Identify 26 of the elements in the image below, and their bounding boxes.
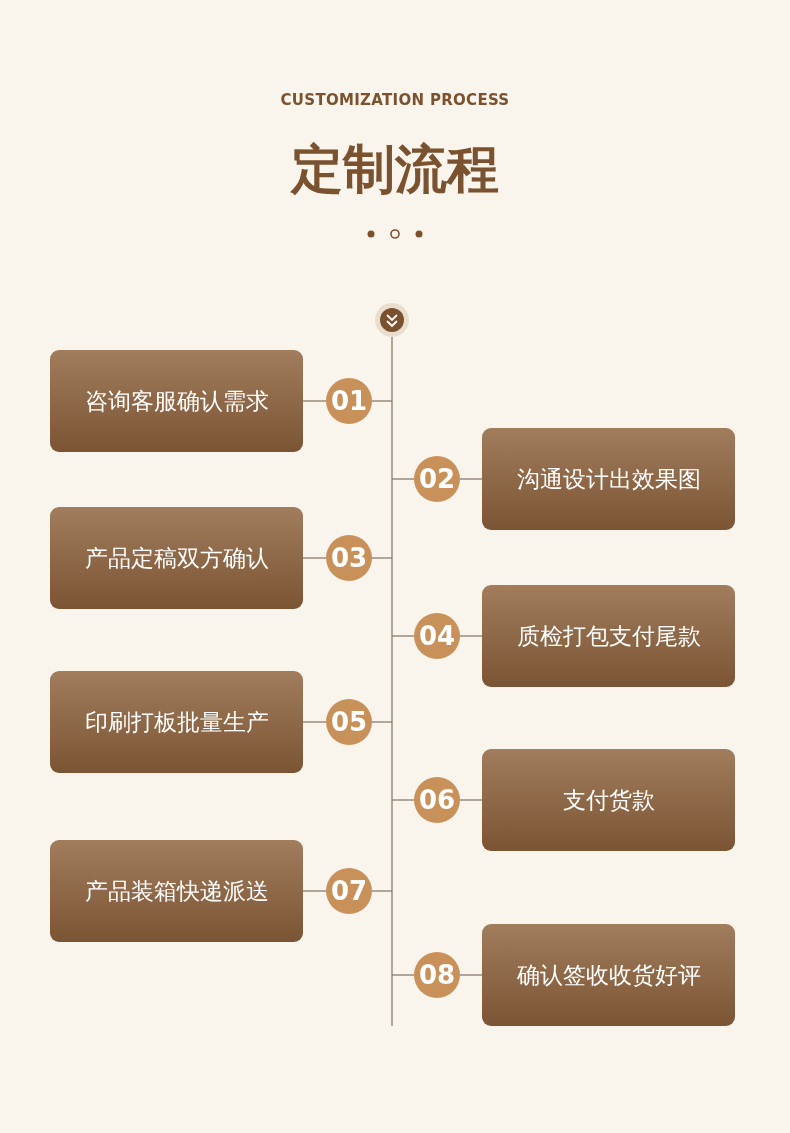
connector-line: [459, 974, 483, 976]
connector-line: [459, 799, 483, 801]
step-number-badge: 01: [326, 378, 372, 424]
process-box: 质检打包支付尾款: [482, 585, 735, 687]
connector-line: [459, 635, 483, 637]
step-number-badge: 04: [414, 613, 460, 659]
process-box: 产品装箱快递派送: [50, 840, 303, 942]
step-number-badge: 07: [326, 868, 372, 914]
process-box: 支付货款: [482, 749, 735, 851]
step-number-badge: 05: [326, 699, 372, 745]
process-box: 沟通设计出效果图: [482, 428, 735, 530]
step-number-badge: 06: [414, 777, 460, 823]
process-box: 确认签收收货好评: [482, 924, 735, 1026]
process-box: 咨询客服确认需求: [50, 350, 303, 452]
connector-line: [302, 890, 327, 892]
connector-line: [302, 557, 327, 559]
process-box: 产品定稿双方确认: [50, 507, 303, 609]
connector-line: [459, 478, 483, 480]
step-number-badge: 08: [414, 952, 460, 998]
process-box: 印刷打板批量生产: [50, 671, 303, 773]
step-number-badge: 03: [326, 535, 372, 581]
title: 定制流程: [291, 139, 499, 199]
connector-line: [302, 721, 327, 723]
subtitle: CUSTOMIZATION PROCESS: [280, 91, 510, 109]
connector-line: [302, 400, 327, 402]
step-number-badge: 02: [414, 456, 460, 502]
